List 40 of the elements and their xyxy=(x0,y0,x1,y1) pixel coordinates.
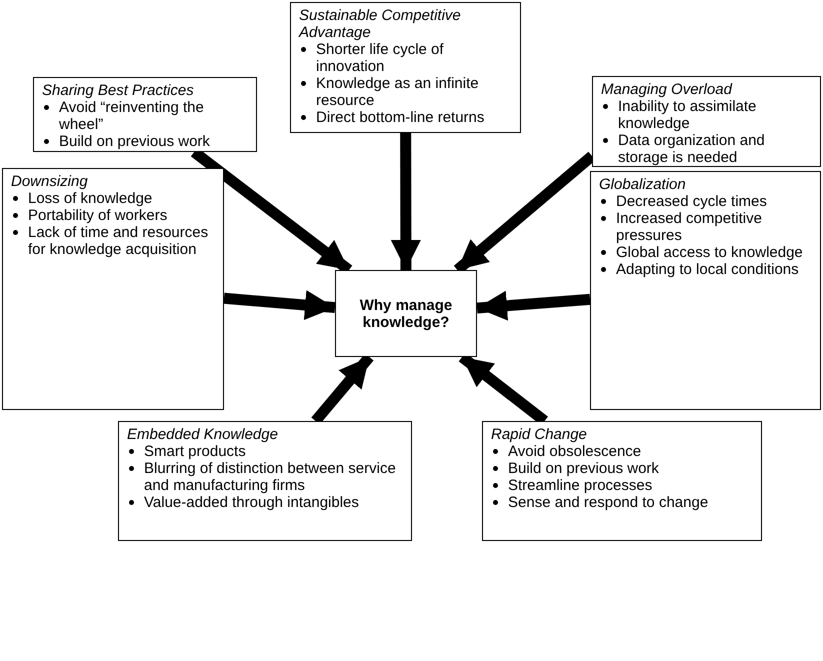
bullet-item: Loss of knowledge xyxy=(28,190,154,207)
bullet-item: Build on previous work xyxy=(508,460,660,477)
bullet-item: Build on previous work xyxy=(59,133,211,150)
factor-box xyxy=(290,2,521,133)
bullet-item: Portability of workers xyxy=(28,207,168,224)
factor-box xyxy=(33,77,257,152)
bullet-item: Direct bottom-line returns xyxy=(316,109,486,126)
bullet-item: Decreased cycle times xyxy=(616,193,768,210)
factor-box xyxy=(482,421,762,541)
bullet-item: Sense and respond to change xyxy=(508,494,710,511)
factor-heading: Rapid Change xyxy=(491,426,588,443)
bullet-item: Inability to assimilate knowledge xyxy=(618,98,758,132)
topic-box xyxy=(335,270,477,357)
factor-box xyxy=(2,168,224,410)
factor-box xyxy=(118,421,412,541)
factor-heading: Sharing Best Practices xyxy=(42,82,195,99)
factor-box xyxy=(592,76,821,167)
factor-box xyxy=(590,171,821,410)
arrow xyxy=(476,290,590,321)
factor-heading: Downsizing xyxy=(11,173,89,190)
factor-heading: Sustainable Competitive Advantage xyxy=(299,7,462,41)
bullet-item: Data organization and storage is needed xyxy=(618,132,766,166)
bullet-item: Lack of time and resources for knowledge acquisition xyxy=(28,224,210,258)
factor-heading: Embedded Knowledge xyxy=(127,426,279,443)
bullet-item: Shorter life cycle of innovation xyxy=(316,41,445,75)
bullet-item: Avoid “reinventing the wheel” xyxy=(59,99,205,133)
bullet-item: Blurring of distinction between service and manufacturing firms xyxy=(144,460,397,494)
factor-heading: Globalization xyxy=(599,176,687,193)
bullet-item: Knowledge as an infinite resource xyxy=(316,75,480,109)
bullet-item: Smart products xyxy=(144,443,247,460)
bullet-item: Value-added through intangibles xyxy=(144,494,360,511)
bullet-item: Adapting to local conditions xyxy=(616,261,800,278)
bullet-item: Avoid obsolescence xyxy=(508,443,642,460)
arrow xyxy=(224,290,336,320)
factor-heading: Managing Overload xyxy=(601,81,734,98)
bullet-item: Increased competitive pressures xyxy=(616,210,763,244)
bullet-item: Streamline processes xyxy=(508,477,654,494)
topic-text: Why manage knowledge? xyxy=(358,296,454,330)
arrow xyxy=(390,133,421,270)
bullet-item: Global access to knowledge xyxy=(616,244,804,261)
